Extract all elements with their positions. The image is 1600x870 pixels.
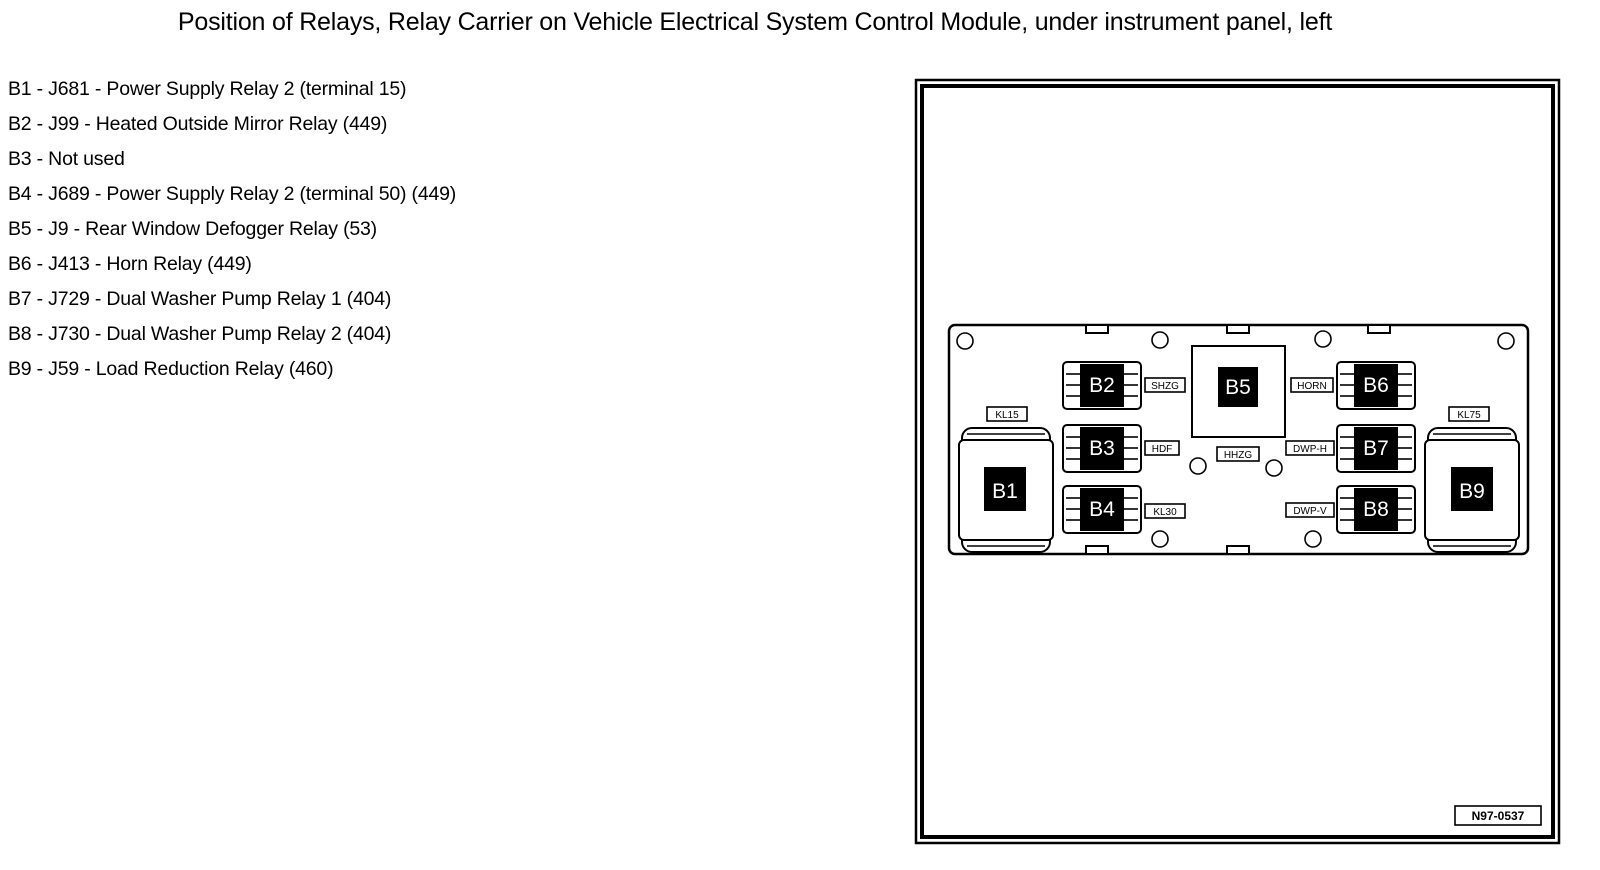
relay-b4: B4 [1062,485,1142,534]
tag-hdf-text: HDF [1152,444,1173,455]
relay-b5: B5 [1191,345,1286,438]
relay-b5-label: B5 [1225,376,1251,399]
tag-kl30: KL30 [1144,503,1186,519]
tag-kl15-text: KL15 [995,410,1019,421]
legend-item-b2: B2 - J99 - Heated Outside Mirror Relay (… [8,113,388,135]
relay-b9: B9 [1424,427,1520,553]
tag-hdf: HDF [1144,440,1180,456]
relay-b9-label: B9 [1459,480,1485,503]
relay-b7: B7 [1336,424,1416,473]
relay-b7-label: B7 [1363,437,1389,460]
tag-kl15: KL15 [986,406,1028,422]
legend-item-b7: B7 - J729 - Dual Washer Pump Relay 1 (40… [8,288,392,310]
relay-b2: B2 [1062,361,1142,410]
relay-b8: B8 [1336,485,1416,534]
tag-dwp-h: DWP-H [1285,440,1335,456]
tag-kl75: KL75 [1448,406,1490,422]
legend-item-b4: B4 - J689 - Power Supply Relay 2 (termin… [8,183,457,205]
legend-item-b8: B8 - J730 - Dual Washer Pump Relay 2 (40… [8,323,392,345]
relay-b1: B1 [958,427,1054,553]
legend-item-b3: B3 - Not used [8,148,125,170]
board-tabs [1085,324,1391,555]
relay-b8-label: B8 [1363,498,1389,521]
tag-dwp-v-text: DWP-V [1293,506,1327,517]
relay-b1-label: B1 [992,480,1018,503]
relay-legend: B1 - J681 - Power Supply Relay 2 (termin… [8,76,456,391]
tag-kl30-text: KL30 [1153,507,1177,518]
relay-b6-label: B6 [1363,374,1389,397]
relay-b3: B3 [1062,424,1142,473]
frame-inner [920,84,1555,839]
tag-shzg-text: SHZG [1151,381,1179,392]
legend-item-b1: B1 - J681 - Power Supply Relay 2 (termin… [8,78,407,100]
reference-number: N97-0537 [1454,805,1542,826]
legend-item-b9: B9 - J59 - Load Reduction Relay (460) [8,358,334,380]
tag-dwp-v: DWP-V [1285,502,1335,518]
reference-number-text: N97-0537 [1472,809,1525,823]
relay-b4-label: B4 [1089,498,1115,521]
frame-outer [914,78,1561,845]
page-title: Position of Relays, Relay Carrier on Veh… [177,8,1333,36]
tag-kl75-text: KL75 [1457,410,1481,421]
mounting-holes [956,330,1515,548]
tag-shzg: SHZG [1144,377,1186,393]
tag-horn: HORN [1290,377,1334,393]
relay-b3-label: B3 [1089,437,1115,460]
tag-hhzg: HHZG [1216,446,1260,462]
tag-hhzg-text: HHZG [1224,450,1253,461]
legend-item-b6: B6 - J413 - Horn Relay (449) [8,253,252,275]
tag-horn-text: HORN [1297,381,1326,392]
relay-b6: B6 [1336,361,1416,410]
tag-dwp-h-text: DWP-H [1293,444,1327,455]
relay-b2-label: B2 [1089,374,1115,397]
legend-item-b5: B5 - J9 - Rear Window Defogger Relay (53… [8,218,377,240]
